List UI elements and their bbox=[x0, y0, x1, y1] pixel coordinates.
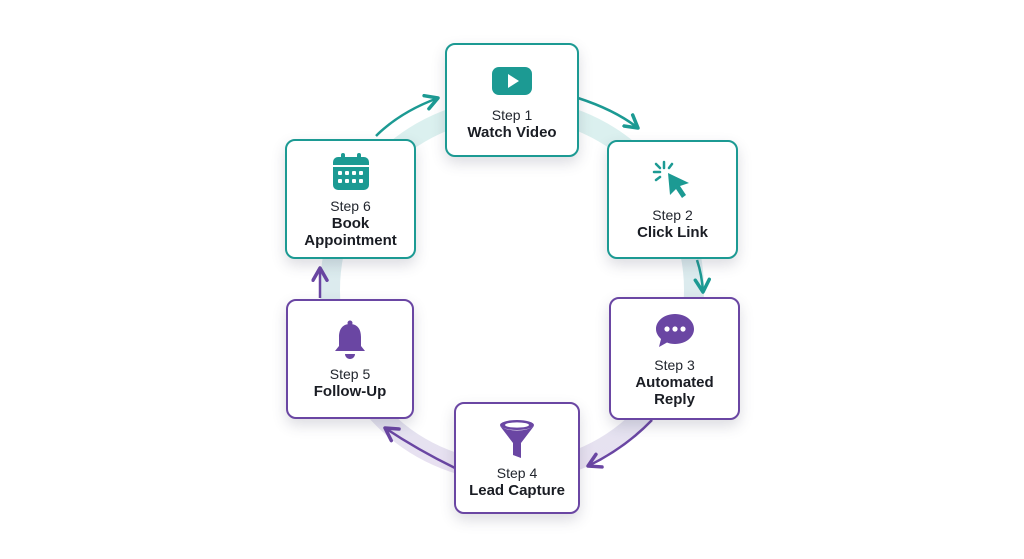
step-3-card: Step 3 Automated Reply bbox=[609, 297, 740, 420]
step-5-card: Step 5 Follow-Up bbox=[286, 299, 414, 419]
step-3-label: Step 3 bbox=[654, 357, 695, 373]
step-6-title: Book Appointment bbox=[304, 214, 397, 249]
step-1-label: Step 1 bbox=[491, 107, 533, 123]
arrow-step3-to-step4 bbox=[586, 419, 653, 469]
bell-icon bbox=[328, 318, 372, 362]
arrow-step6-to-step1 bbox=[375, 93, 440, 137]
cursor-click-icon bbox=[651, 159, 695, 203]
step-4-label: Step 4 bbox=[496, 465, 538, 481]
step-3-title: Automated Reply bbox=[635, 374, 714, 408]
step-6-card: Step 6 Book Appointment bbox=[285, 139, 416, 259]
step-5-label: Step 5 bbox=[329, 366, 371, 382]
step-5-title: Follow-Up bbox=[313, 383, 387, 400]
step-1-card: Step 1 Watch Video bbox=[445, 43, 579, 157]
step-4-card: Step 4 Lead Capture bbox=[454, 402, 580, 514]
funnel-icon bbox=[495, 417, 539, 461]
video-play-icon bbox=[490, 59, 534, 103]
arrow-step1-to-step2 bbox=[577, 96, 640, 130]
calendar-icon bbox=[329, 150, 373, 194]
step-2-card: Step 2 Click Link bbox=[607, 140, 738, 259]
arrow-step2-to-step3 bbox=[693, 259, 712, 294]
step-6-label: Step 6 bbox=[330, 197, 371, 214]
arrow-step4-to-step5 bbox=[383, 426, 456, 470]
step-2-title: Click Link bbox=[637, 223, 708, 241]
step-4-title: Lead Capture bbox=[469, 482, 565, 499]
step-1-title: Watch Video bbox=[467, 124, 557, 141]
step-2-label: Step 2 bbox=[652, 206, 693, 223]
chat-bubble-icon bbox=[653, 309, 697, 353]
